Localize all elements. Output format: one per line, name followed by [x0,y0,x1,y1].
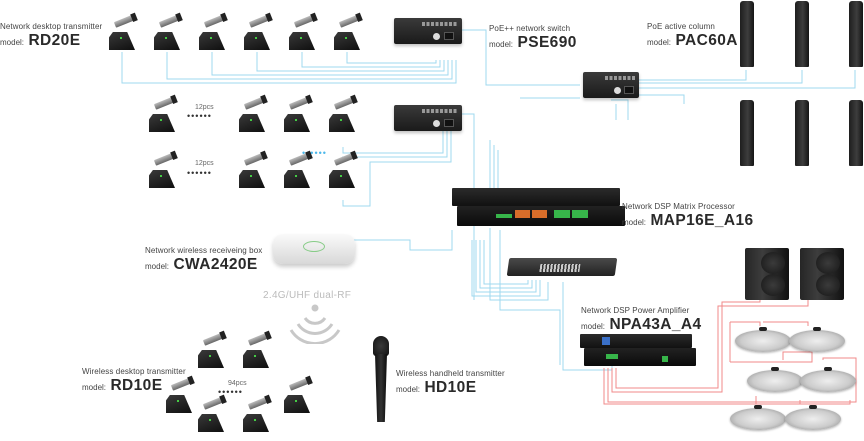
pac60a-column-5 [795,100,809,166]
chain2-ellipsis: •••••• [187,168,212,178]
npa43a-model-prefix: model: [581,322,606,331]
chain1-qty: 12pcs [195,104,214,111]
pac60a-model-prefix: model: [647,38,672,47]
rd10e-model-prefix: model: [82,383,107,392]
pac60a-column-4 [740,100,754,166]
label-rd10e: Wireless desktop transmitter model: RD10… [82,367,186,395]
ceiling-speaker-2 [789,327,845,352]
npa43a-desc: Network DSP Power Amplifier [581,306,690,315]
rd20e-mic-3 [197,13,227,52]
rd10e-mic-6 [241,395,271,434]
cwa2420e-model-prefix: model: [145,262,170,271]
pse690-switch [394,18,462,44]
cwa2420e-desc: Network wireless receiveing box [145,246,263,255]
rd20e-mic-5 [287,13,317,52]
pac60a-column-2 [795,1,809,67]
rd10e-mic-5 [196,395,226,434]
ceiling-speaker-1 [735,327,791,352]
rd10e-model: RD10E [110,377,163,394]
ceiling-speaker-4 [800,367,856,392]
label-cwa2420e: Network wireless receiveing box model: C… [145,246,262,274]
npa43a-power-amplifier [580,334,700,370]
rd10e-mic-4 [282,376,312,415]
chain2-mic-1 [147,151,177,190]
map16e-desc: Network DSP Matrix Processor [622,202,735,211]
hd10e-handheld-mic [372,336,390,422]
pse690-model: PSE690 [517,34,577,51]
cabinet-speaker-1 [745,248,789,300]
hd10e-model: HD10E [424,379,477,396]
ceiling-speaker-3 [747,367,803,392]
pse690-model-prefix: model: [489,40,514,49]
chain2-mic-4 [327,151,357,190]
rd20e-mic-1 [107,13,137,52]
poe-switch-3 [394,105,462,131]
pac60a-model: PAC60A [675,32,738,49]
map16e-matrix-processor [452,188,628,228]
wireless-signal-icon [289,304,341,344]
rd10e-mic-3 [164,376,194,415]
hd10e-model-prefix: model: [396,385,421,394]
chain1-mic-4 [327,95,357,134]
pac60a-desc: PoE active column [647,22,715,31]
hd10e-desc: Wireless handheld transmitter [396,369,505,378]
network-switch-24port [506,258,618,276]
rd20e-mic-4 [242,13,272,52]
pac60a-column-3 [849,1,863,67]
rd10e-mic-2 [241,331,271,370]
rf-band-label: 2.4G/UHF dual-RF [263,290,352,301]
pac60a-column-6 [849,100,863,166]
chain1-mic-2 [237,95,267,134]
chain2-mic-2 [237,151,267,190]
label-pse690: PoE++ network switch model: PSE690 [489,24,577,52]
rd20e-desc: Network desktop transmitter [0,22,103,31]
chain1-mic-3 [282,95,312,134]
rd10e-mic-1 [196,331,226,370]
ceiling-speaker-6 [785,405,841,430]
rd20e-model: RD20E [28,32,81,49]
chain2-qty: 12pcs [195,160,214,167]
label-map16e: Network DSP Matrix Processor model: MAP1… [622,202,754,230]
chain2-mic-3 [282,151,312,190]
chain1-ellipsis: •••••• [187,111,212,121]
blue-ellipsis: •••••• [302,148,327,158]
pse690-desc: PoE++ network switch [489,24,571,33]
label-npa43a: Network DSP Power Amplifier model: NPA43… [581,306,702,334]
pac60a-column-1 [740,1,754,67]
rd10e-desc: Wireless desktop transmitter [82,367,186,376]
speaker-cables [603,296,857,405]
npa43a-model: NPA43A_A4 [609,316,702,333]
cwa2420e-receiver-box [273,234,355,264]
ceiling-speaker-5 [730,405,786,430]
rd10e-ellipsis: •••••• [218,387,243,397]
poe-switch-2 [583,72,639,98]
map16e-model: MAP16E_A16 [650,212,754,229]
rd20e-mic-6 [332,13,362,52]
label-hd10e: Wireless handheld transmitter model: HD1… [396,369,505,397]
rd10e-qty: 94pcs [228,380,247,387]
chain1-mic-1 [147,95,177,134]
label-rd20e: Network desktop transmitter model: RD20E [0,22,102,50]
rd20e-model-prefix: model: [0,38,25,47]
label-pac60a: PoE active column model: PAC60A [647,22,738,50]
network-cables [121,29,856,371]
cwa2420e-model: CWA2420E [173,256,258,273]
cabinet-speaker-2 [800,248,844,300]
map16e-model-prefix: model: [622,218,647,227]
rd20e-mic-2 [152,13,182,52]
